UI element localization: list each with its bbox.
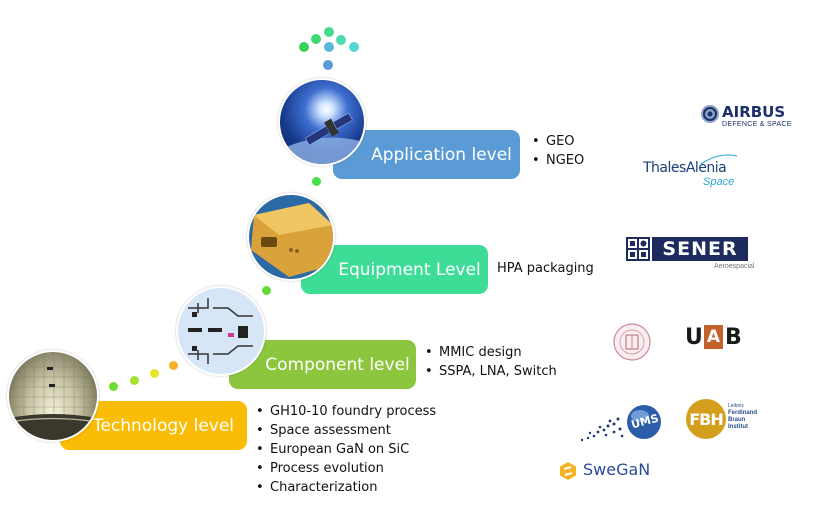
thales-sub: Space	[703, 176, 735, 188]
dot	[299, 42, 309, 52]
application-level-box: Application level	[333, 130, 520, 179]
dot	[109, 382, 118, 391]
sener-name: SENER	[662, 238, 738, 260]
sener-sub: Aeroespacial	[714, 263, 755, 270]
equipment-level-box: Equipment Level	[301, 245, 488, 294]
uab-logo: U A B	[685, 325, 747, 353]
airbus-name: AIRBUS	[722, 103, 786, 121]
fbh-line1: Ferdinand	[728, 410, 758, 416]
bullet-item: Space assessment	[256, 421, 436, 440]
application-bullets: GEO NGEO	[532, 132, 584, 170]
satellite-icon	[280, 112, 364, 164]
ums-logo: UMS	[578, 402, 662, 444]
bullet-item: GH10-10 foundry process	[256, 402, 436, 421]
wafer-image	[7, 350, 99, 442]
technology-level-label: Technology level	[92, 415, 235, 436]
thales-name-1: Thales	[643, 160, 686, 176]
component-bullets: MMIC design SSPA, LNA, Switch	[425, 343, 557, 381]
fbh-name: FBH	[689, 409, 724, 429]
sener-name-box: SENER	[652, 237, 748, 261]
bullet-item: Characterization	[256, 478, 436, 497]
dot	[150, 369, 159, 378]
sener-logo: SENER Aeroespacial	[626, 237, 754, 273]
uab-b: B	[725, 325, 742, 350]
airbus-sub: DEFENCE & SPACE	[722, 121, 792, 128]
bullet-item: MMIC design	[425, 343, 557, 362]
mmic-layout-icon	[188, 298, 253, 364]
bullet-item: NGEO	[532, 151, 584, 170]
ums-globe-icon	[580, 405, 661, 442]
thales-name-2: Alenia	[685, 160, 727, 176]
application-level-label: Application level	[371, 144, 512, 165]
university-seal-icon	[613, 323, 651, 361]
mmic-layout-image	[176, 286, 266, 376]
dot	[324, 42, 334, 52]
bullet-item: GEO	[532, 132, 584, 151]
fbh-circle: FBH	[686, 399, 726, 439]
satellite-earth-image	[278, 78, 366, 166]
swegan-logo: SweGaN	[558, 458, 668, 484]
dot	[130, 376, 139, 385]
dot	[311, 34, 321, 44]
fbh-line3: Institut	[728, 424, 748, 430]
thales-alenia-logo: ThalesAlenia Space	[643, 152, 743, 192]
university-seal-logo	[612, 322, 652, 362]
fbh-line2: Braun	[728, 417, 746, 423]
airbus-swirl-icon	[701, 105, 719, 123]
wafer-icon	[9, 352, 97, 440]
dot	[262, 286, 271, 295]
uab-a: A	[704, 325, 723, 349]
hpa-module-image	[247, 193, 335, 281]
bullet-item: European GaN on SiC	[256, 440, 436, 459]
bullet-item: SSPA, LNA, Switch	[425, 362, 557, 381]
component-level-box: Component level	[229, 340, 416, 389]
equipment-level-label: Equipment Level	[338, 259, 481, 280]
dot	[349, 42, 359, 52]
dot	[169, 361, 178, 370]
equipment-text: HPA packaging	[497, 261, 594, 276]
dot	[336, 35, 346, 45]
dot	[323, 60, 333, 70]
fbh-line0: Leibniz	[728, 403, 744, 409]
dot	[324, 27, 334, 37]
swegan-hexagon-icon	[560, 462, 576, 480]
dot	[312, 177, 321, 186]
bullet-item: Process evolution	[256, 459, 436, 478]
uab-u: U	[685, 325, 703, 350]
airbus-logo: AIRBUS DEFENCE & SPACE	[700, 103, 792, 131]
thales-arc-icon	[700, 154, 738, 165]
sener-emblem-icon	[626, 237, 650, 261]
component-level-label: Component level	[265, 354, 410, 375]
hpa-module-icon	[251, 203, 333, 277]
swegan-name: SweGaN	[583, 460, 651, 479]
technology-bullets: GH10-10 foundry process Space assessment…	[256, 402, 436, 497]
fbh-logo: FBH Leibniz Ferdinand Braun Institut	[686, 399, 786, 441]
